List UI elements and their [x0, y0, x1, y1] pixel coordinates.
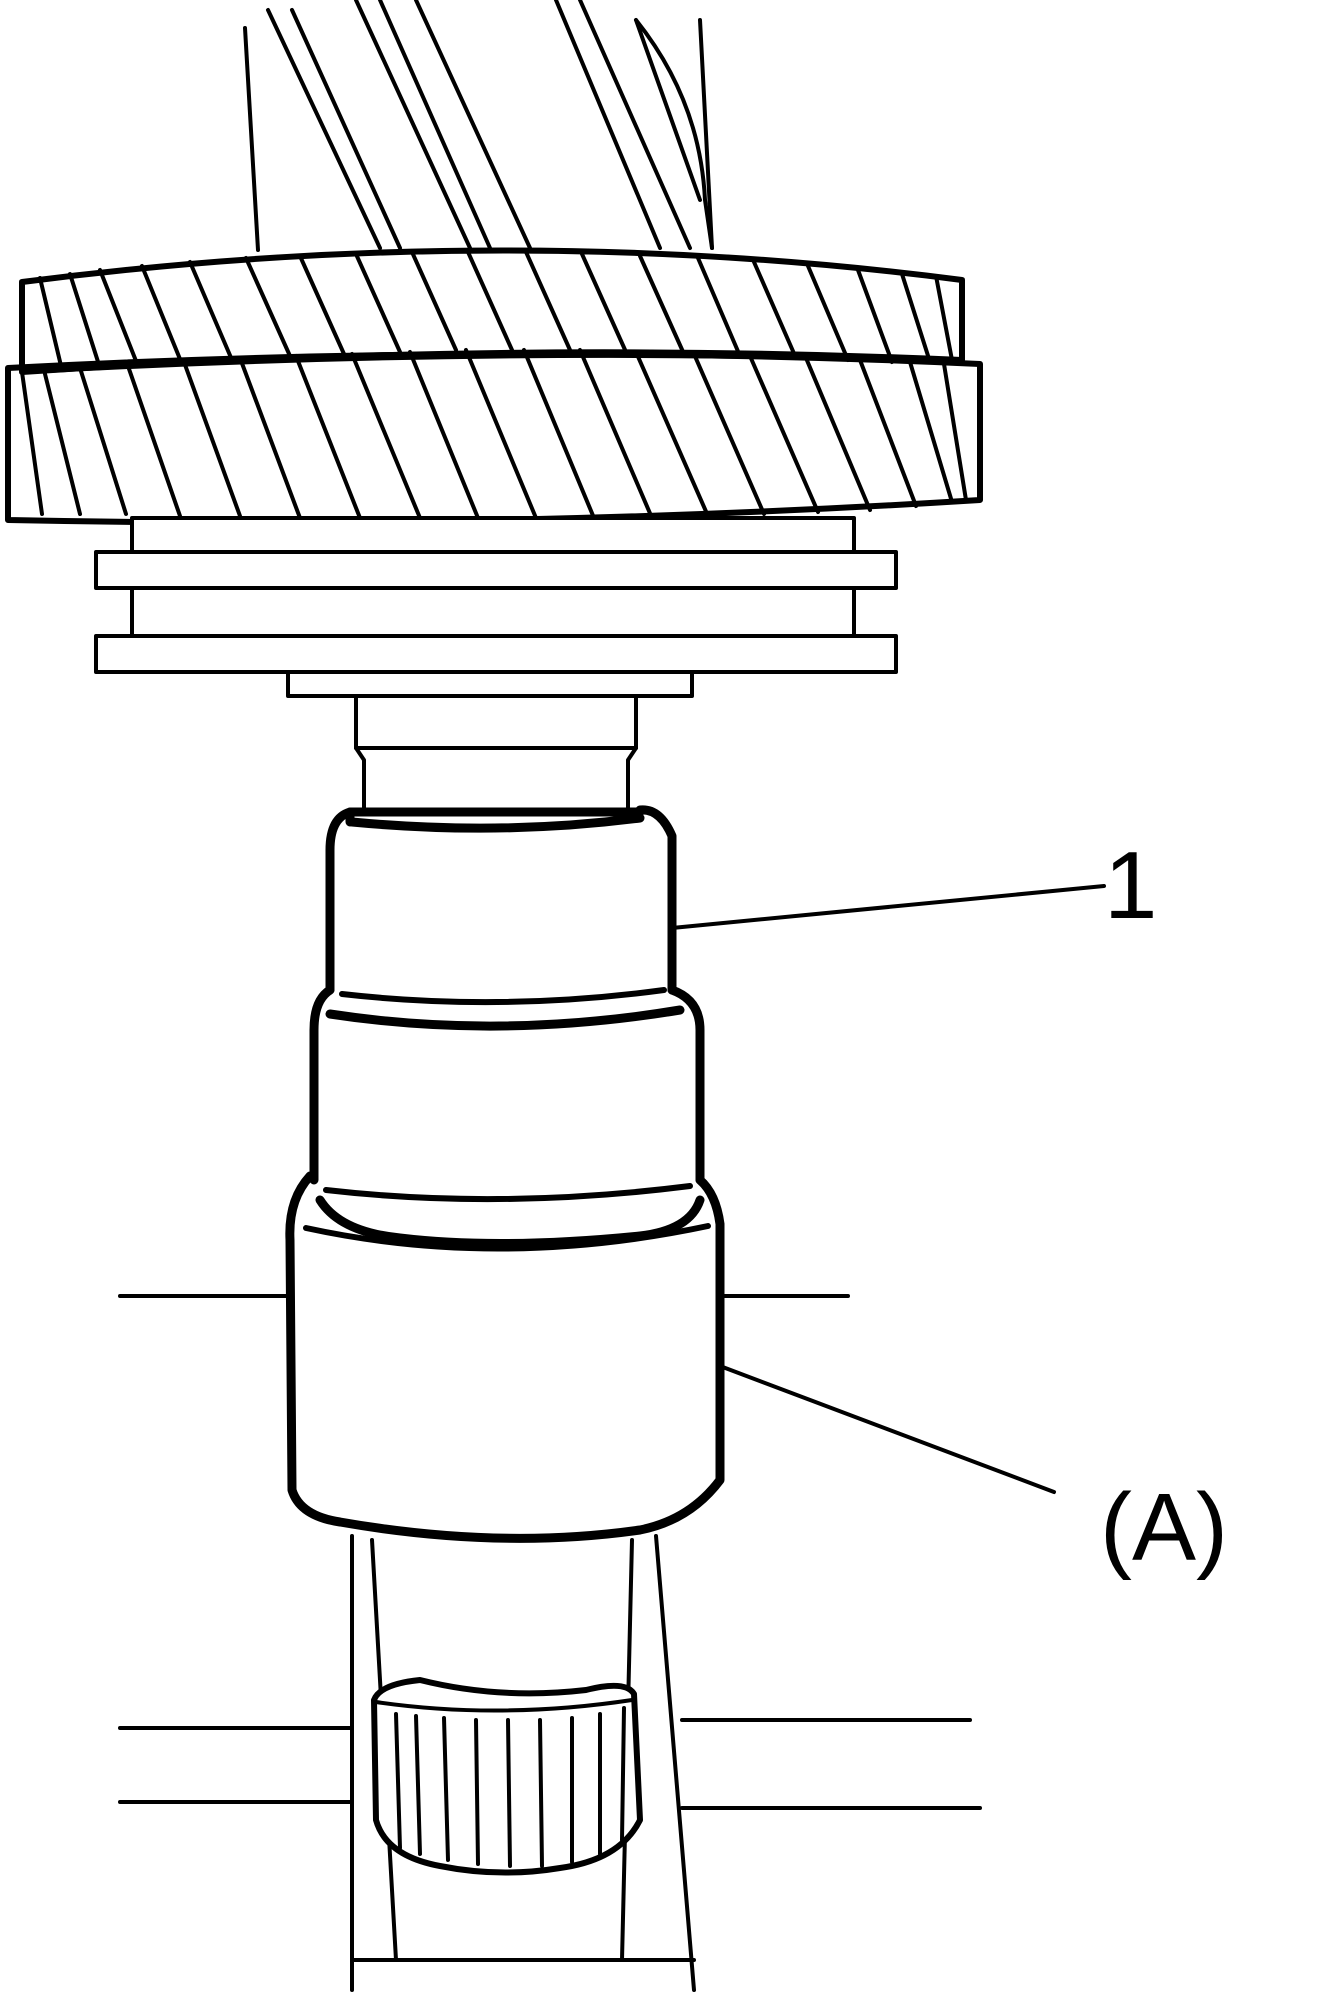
callout-label-a: (A): [1100, 1474, 1228, 1581]
helical-gear: [5, 247, 983, 526]
hub-and-washers: [94, 516, 898, 698]
upper-helical-shaft: [243, 0, 714, 252]
callout-label-1: 1: [1104, 832, 1157, 939]
stepped-shaft: [354, 694, 638, 812]
tool-a-body: [285, 1171, 725, 1543]
part-1-sleeve: [325, 805, 677, 1006]
callout-a: (A): [718, 1364, 1228, 1581]
lower-splined-shaft: [350, 1534, 696, 1992]
callout-1: 1: [670, 832, 1157, 939]
middle-collar: [309, 985, 705, 1203]
reference-lines: [118, 1294, 982, 1810]
